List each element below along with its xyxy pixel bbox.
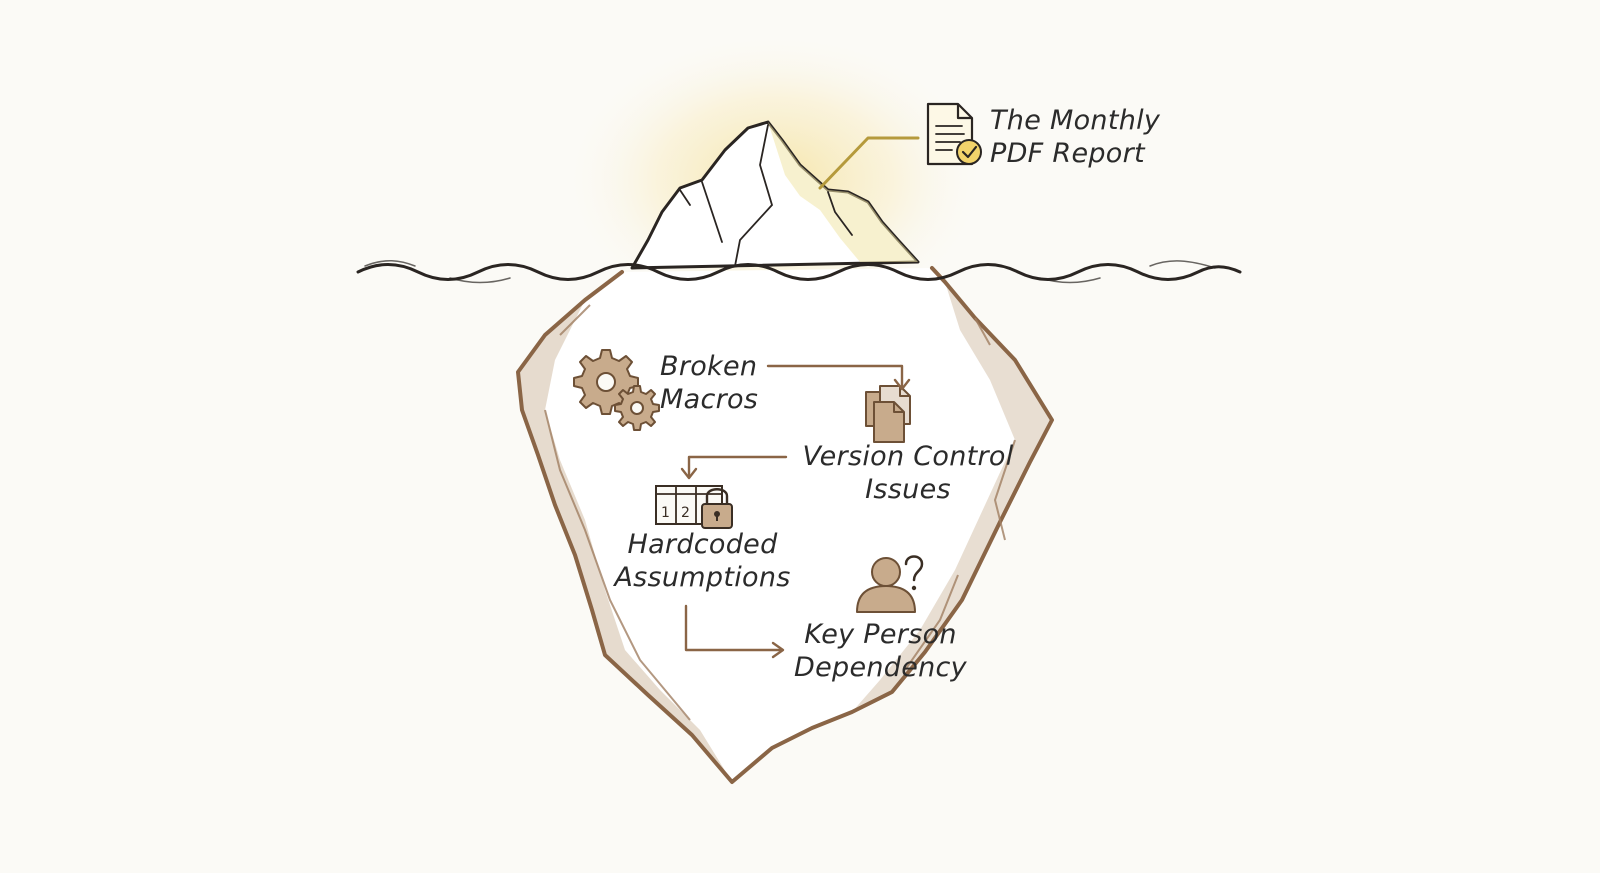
top-label-line-2: PDF Report: [990, 138, 1145, 169]
table-cell-2: 2: [681, 505, 690, 521]
arrow-macros-to-version: [766, 364, 904, 390]
arrowhead-3: [771, 641, 785, 659]
arrow-version-to-hardcoded: [687, 455, 788, 479]
iceberg-inner-line-top: [559, 304, 991, 346]
arrowhead-2: [680, 467, 698, 480]
leader-line: [818, 136, 920, 190]
arrow-hardcoded-to-keyperson: [684, 604, 784, 652]
label-broken-macros: Broken Macros: [660, 350, 758, 416]
key-person-line-2: Dependency: [794, 652, 967, 683]
version-control-line-1: Version Control: [802, 441, 1014, 472]
version-control-line-2: Issues: [865, 474, 951, 505]
hardcoded-line-2: Assumptions: [614, 562, 791, 593]
arrowhead-1: [893, 378, 911, 391]
waterline-ripple: [364, 260, 1216, 284]
label-version-control-issues: Version Control Issues: [798, 440, 1018, 506]
iceberg-right-face: [852, 282, 1052, 712]
iceberg-left-face: [518, 300, 732, 782]
flow-arrows: [680, 364, 911, 659]
waterline: [356, 263, 1242, 281]
iceberg-tip-shading: [768, 122, 918, 262]
gears-icon: [573, 349, 660, 431]
label-key-person-dependency: Key Person Dependency: [788, 618, 973, 684]
broken-macros-line-2: Macros: [660, 384, 759, 415]
person-question-icon: [856, 555, 924, 613]
label-hardcoded-assumptions: Hardcoded Assumptions: [610, 528, 795, 594]
iceberg-inner-line-right: [904, 439, 1016, 671]
iceberg-tip-cracks: [679, 124, 853, 267]
broken-macros-line-1: Broken: [660, 351, 758, 382]
table-cell-1: 1: [661, 505, 670, 521]
documents-stack-icon: [865, 385, 911, 443]
hardcoded-line-1: Hardcoded: [627, 529, 778, 560]
iceberg-submerged-outline: [516, 266, 1054, 784]
iceberg-inner-line-left: [544, 409, 691, 721]
top-label-line-1: The Monthly: [990, 105, 1161, 136]
table-lock-icon: 1 2: [655, 485, 733, 529]
top-label-monthly-pdf-report: The Monthly PDF Report: [990, 104, 1160, 170]
key-person-line-1: Key Person: [804, 619, 957, 650]
document-check-icon: [926, 102, 982, 166]
